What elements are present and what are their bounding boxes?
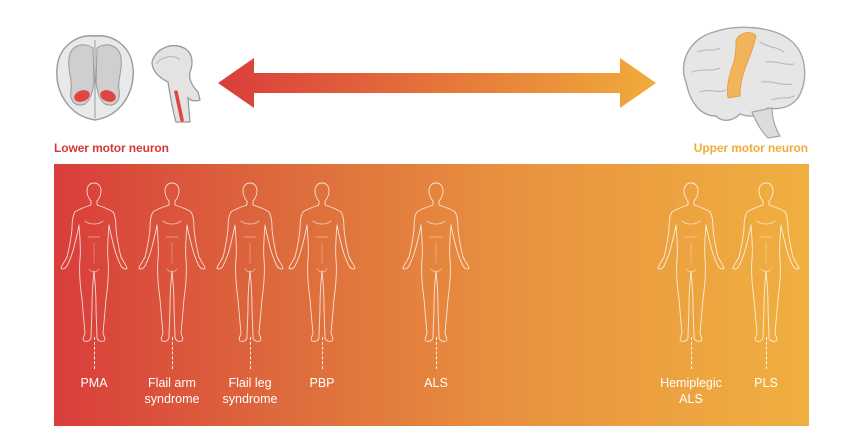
human-body-outline-icon xyxy=(282,181,362,345)
brain-icon xyxy=(682,26,806,139)
upper-motor-neuron-label: Upper motor neuron xyxy=(693,141,808,155)
spinal-cord-side-icon xyxy=(151,45,201,123)
variant-label-pls: PLS xyxy=(754,376,778,390)
connector-line xyxy=(436,337,437,369)
body-figure-flail-leg xyxy=(210,181,290,345)
human-body-outline-icon xyxy=(132,181,212,345)
variant-label-pma: PMA xyxy=(80,376,108,390)
connector-line xyxy=(691,337,692,369)
human-body-outline-icon xyxy=(651,181,731,345)
lower-motor-neuron-label: Lower motor neuron xyxy=(54,141,169,155)
connector-line xyxy=(322,337,323,369)
human-body-outline-icon xyxy=(210,181,290,345)
body-figure-pma xyxy=(54,181,134,345)
connector-line xyxy=(94,337,95,369)
double-arrow-icon xyxy=(218,58,656,108)
body-figure-pbp xyxy=(282,181,362,345)
variant-label-als: ALS xyxy=(424,376,448,390)
connector-line xyxy=(766,337,767,369)
connector-line xyxy=(250,337,251,369)
header-row: Lower motor neuron Upper motor neuron xyxy=(0,0,854,160)
variant-label-pbp: PBP xyxy=(309,376,335,390)
spinal-cord-cross-section-icon xyxy=(56,35,134,121)
connector-line xyxy=(172,337,173,369)
human-body-outline-icon xyxy=(726,181,806,345)
human-body-outline-icon xyxy=(54,181,134,345)
body-figure-hemiplegic-als xyxy=(651,181,731,345)
body-figure-flail-arm xyxy=(132,181,212,345)
human-body-outline-icon xyxy=(396,181,476,345)
body-figure-als xyxy=(396,181,476,345)
body-figure-pls xyxy=(726,181,806,345)
